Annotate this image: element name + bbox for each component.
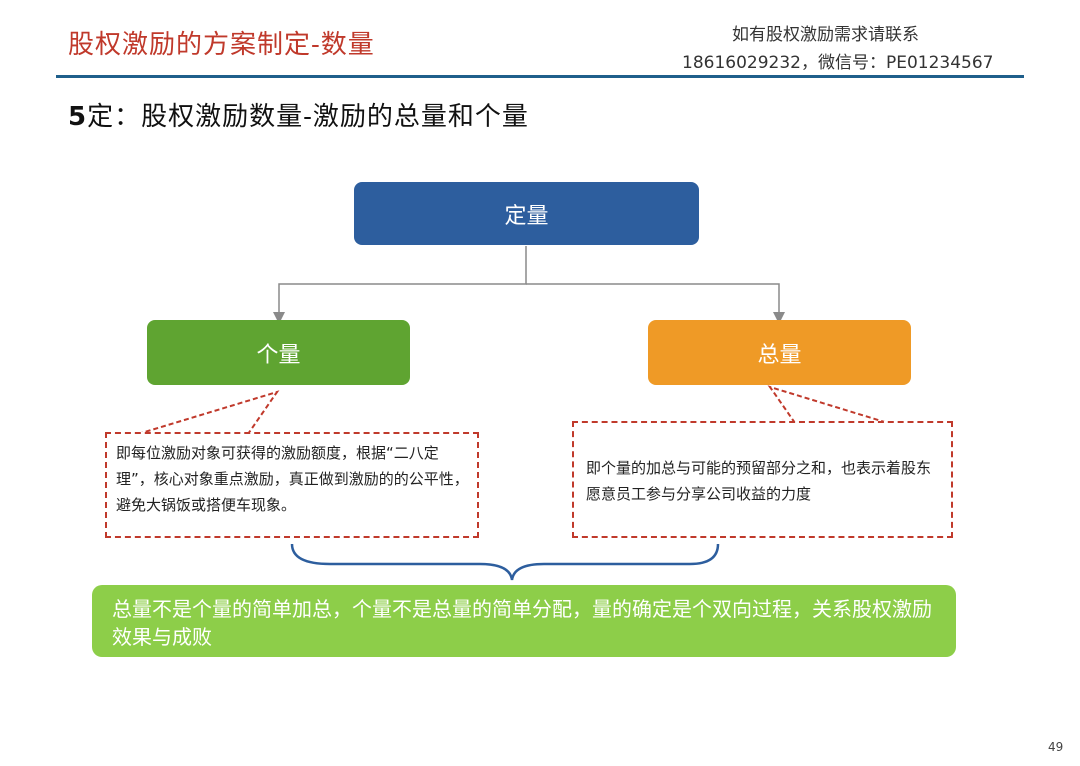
connector-right [526, 283, 785, 324]
node-individual-amount: 个量 [147, 320, 410, 385]
header-divider [56, 75, 1024, 78]
note-total-amount: 即个量的加总与可能的预留部分之和，也表示着股东愿意员工参与分享公司收益的力度 [572, 421, 953, 538]
page-title: 股权激励的方案制定-数量 [68, 30, 375, 60]
contact-line-2: 18616029232，微信号：PE01234567 [682, 53, 994, 73]
brace-icon [290, 543, 720, 581]
page-number: 49 [1048, 740, 1064, 754]
connector-left [273, 246, 527, 324]
section-subtitle: 5定：股权激励数量-激励的总量和个量 [68, 96, 529, 133]
section-subtitle-text: 定：股权激励数量-激励的总量和个量 [87, 102, 529, 132]
node-total-amount: 总量 [648, 320, 911, 385]
summary-banner: 总量不是个量的简单加总，个量不是总量的简单分配，量的确定是个双向过程，关系股权激… [92, 585, 956, 657]
contact-line-1: 如有股权激励需求请联系 [732, 25, 919, 45]
root-node-quantity: 定量 [354, 182, 699, 245]
section-number: 5 [68, 102, 88, 132]
callout-pointer-right [767, 385, 889, 424]
note-individual-amount: 即每位激励对象可获得的激励额度，根据“二八定理”，核心对象重点激励，真正做到激励… [105, 432, 479, 538]
callout-pointer-left [137, 390, 280, 435]
